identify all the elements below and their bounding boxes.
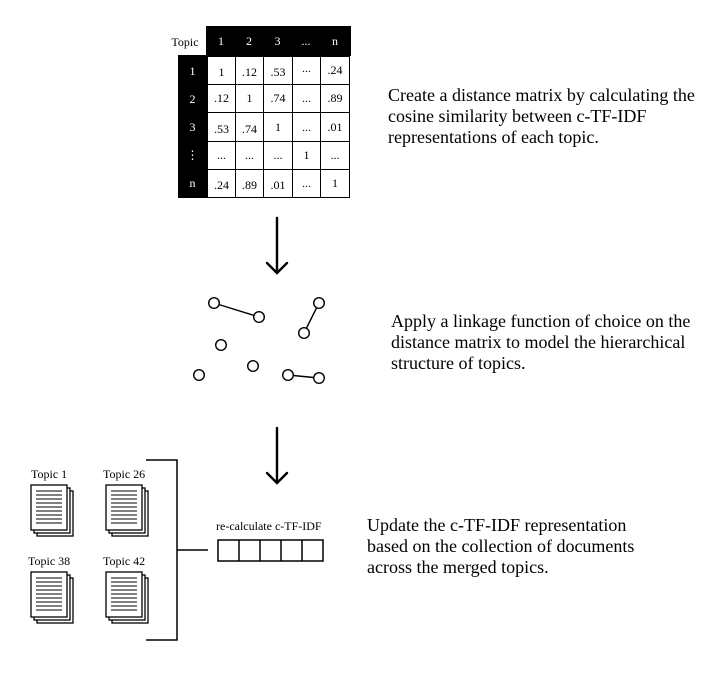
matrix-row-header: 2 <box>178 85 207 113</box>
matrix-cell: .01 <box>320 112 350 142</box>
matrix-col-header: ... <box>292 27 320 55</box>
topic-node <box>313 372 326 385</box>
down-arrow-icon <box>265 216 289 275</box>
topic-node <box>298 327 311 340</box>
document-stack-icon <box>105 484 149 537</box>
matrix-row-header: 1 <box>178 57 207 85</box>
topic-node <box>246 360 259 373</box>
matrix-row-header: ⋮ <box>178 141 207 169</box>
recalculate-label: re-calculate c-TF-IDF <box>216 519 322 533</box>
matrix-cell: .74 <box>235 112 264 142</box>
matrix-row-header: n <box>178 169 207 197</box>
topic-node <box>192 369 205 382</box>
matrix-cell: ... <box>320 141 350 170</box>
link-edge <box>213 302 260 318</box>
matrix-cell: 1 <box>320 169 350 198</box>
matrix-cell: ... <box>292 56 321 85</box>
step-3-description: Update the c-TF-IDF representation based… <box>367 515 635 577</box>
matrix-col-header: 1 <box>207 27 235 55</box>
matrix-col-header: 3 <box>263 27 292 55</box>
document-stack-icon <box>105 571 149 624</box>
matrix-cell: .53 <box>263 56 293 85</box>
matrix-cell: .12 <box>207 84 236 113</box>
matrix-col-header: 2 <box>235 27 263 55</box>
matrix-corner-label: Topic <box>171 34 199 49</box>
document-stack-icon <box>30 571 74 624</box>
matrix-col-header: n <box>320 27 350 55</box>
topic-label: Topic 26 <box>103 467 146 481</box>
topic-node <box>207 297 220 310</box>
document-stack-icon <box>30 484 74 537</box>
topic-node <box>313 297 326 310</box>
matrix-cell: ... <box>207 141 236 170</box>
topic-label: Topic 42 <box>103 554 146 568</box>
topic-label: Topic 38 <box>28 554 71 568</box>
step-2-description: Apply a linkage function of choice on th… <box>391 311 691 373</box>
matrix-cell: .89 <box>235 169 264 198</box>
down-arrow-icon <box>265 426 289 485</box>
topic-node <box>252 311 265 324</box>
matrix-row-header: 3 <box>178 113 207 141</box>
merge-bracket <box>146 459 208 641</box>
ctfidf-vector <box>217 539 324 562</box>
matrix-cell: .24 <box>207 169 236 198</box>
linkage-graph <box>192 297 326 385</box>
step-1-description: Create a distance matrix by calculating … <box>388 85 695 147</box>
matrix-cell: .24 <box>320 56 350 85</box>
topic-label: Topic 1 <box>31 467 68 481</box>
topic-node <box>282 369 295 382</box>
topic-node <box>214 339 227 352</box>
